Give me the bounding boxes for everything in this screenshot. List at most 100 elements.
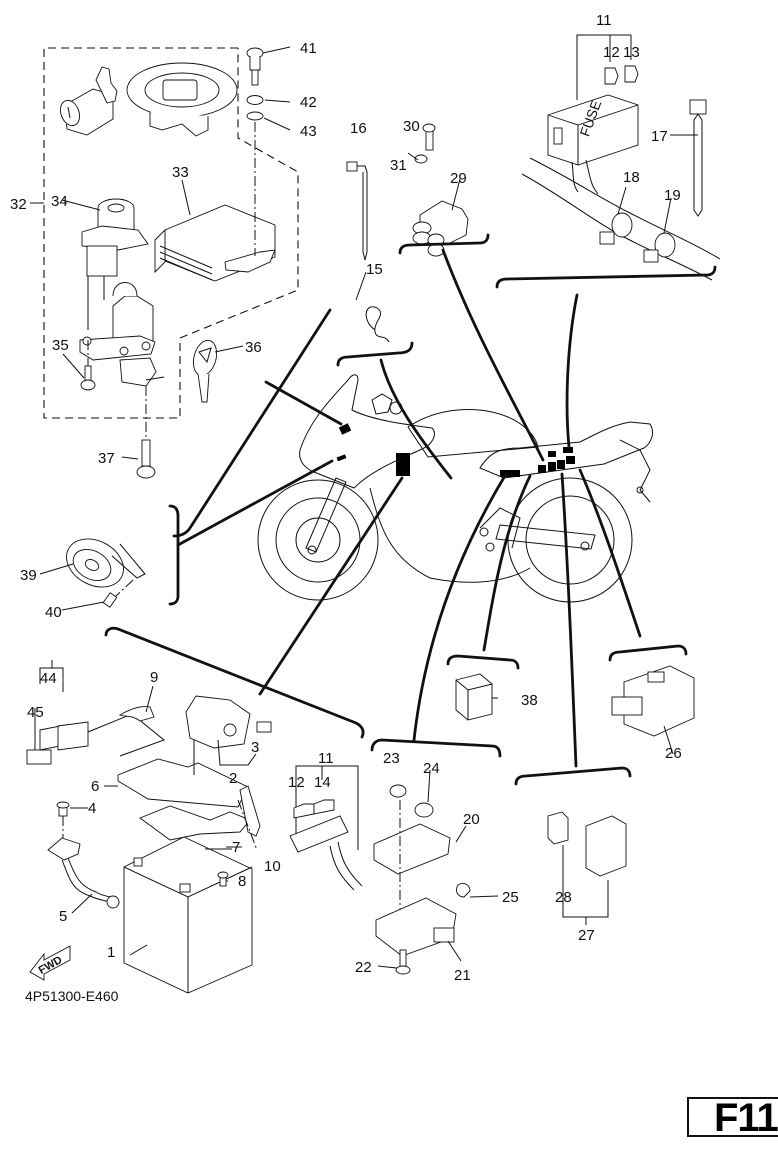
callout-25: 25: [502, 889, 519, 906]
bracket-module: [370, 738, 502, 758]
relay-26-part: [623, 665, 695, 737]
callout-44: 44: [40, 670, 57, 687]
callout-13: 13: [623, 44, 640, 61]
fuse-3-part: [256, 721, 272, 733]
callout-26: 26: [665, 745, 682, 762]
bolt-40-part: [102, 592, 118, 608]
band-group: [336, 161, 414, 367]
fuse-13-part: [624, 65, 639, 83]
coupler-45-part: [26, 749, 52, 765]
cable-tie-head: [346, 161, 358, 172]
relay-38-group: [446, 654, 520, 721]
callout-10: 10: [264, 858, 281, 875]
callout-14: 14: [314, 774, 331, 791]
fuse-box-top-group: FUSE: [495, 34, 721, 289]
callout-12-upper: 12: [603, 44, 620, 61]
callout-18: 18: [623, 169, 640, 186]
main-switch-part: [79, 198, 165, 387]
callout-29: 29: [450, 170, 467, 187]
callout-7: 7: [232, 839, 240, 856]
callout-6: 6: [91, 778, 99, 795]
ignitor-unit-part: [154, 204, 276, 282]
callout-42: 42: [300, 94, 317, 111]
fwd-arrow-icon: FWD: [29, 945, 71, 981]
callout-23: 23: [383, 750, 400, 767]
callout-15: 15: [366, 261, 383, 278]
callout-45: 45: [27, 704, 44, 721]
callout-30: 30: [403, 118, 420, 135]
callout-35: 35: [52, 337, 69, 354]
relay-27-part: [585, 815, 627, 877]
callout-1: 1: [107, 944, 115, 961]
fuse-14-part: [313, 799, 335, 815]
callout-38: 38: [521, 692, 538, 709]
callout-43: 43: [300, 123, 317, 140]
marker-relay-c: [557, 460, 565, 469]
callout-27: 27: [578, 927, 595, 944]
coupler-44-part: [57, 721, 89, 751]
nut-23-part: [389, 784, 407, 798]
horn-group: [66, 538, 146, 608]
band-7-part: [139, 805, 251, 841]
callout-20: 20: [463, 811, 480, 828]
fuse-12b-part: [293, 803, 315, 819]
bracket-horn: [168, 504, 180, 606]
callout-5: 5: [59, 908, 67, 925]
marker-ignitor: [338, 423, 352, 435]
starter-relay-part: [185, 695, 272, 766]
fuse-12-part: [604, 67, 619, 85]
coupler-28-part: [547, 811, 569, 845]
fuse-box-lower-part: [289, 815, 349, 853]
callout-41: 41: [300, 40, 317, 57]
callout-32: 32: [10, 196, 27, 213]
bracket-10-part: [239, 785, 261, 837]
battery-group: FWD: [26, 660, 363, 994]
clamp-25-part: [455, 882, 471, 898]
cover-9-part: [118, 706, 155, 722]
fuse-box-part: FUSE: [547, 94, 639, 166]
callout-lines: [30, 46, 698, 969]
page-badge: F11: [687, 1097, 778, 1137]
lock-set-group: [43, 47, 299, 479]
ecu-21-part: [375, 897, 457, 957]
bracket-lock-set: [172, 308, 332, 538]
washer-43-part: [246, 111, 264, 121]
washer-31-part: [414, 154, 428, 164]
washer-42-part: [246, 95, 264, 105]
lock-set-boundary: [43, 47, 299, 419]
callout-34: 34: [51, 193, 68, 210]
drawing-code: 4P51300-E460: [25, 988, 119, 1004]
bracket-29: [398, 233, 490, 255]
fwd-label: FWD: [37, 954, 65, 977]
callout-36: 36: [245, 339, 262, 356]
band-18-part: [599, 212, 633, 245]
cable-tie-17-part: [689, 99, 707, 217]
screw-37-part: [136, 386, 156, 479]
bracket-battery: [104, 626, 365, 739]
fuel-cap-lock-part: [126, 62, 238, 137]
callout-19: 19: [664, 187, 681, 204]
seat-lock-part: [59, 66, 118, 136]
relay-29-group: [398, 123, 490, 257]
callout-4: 4: [88, 800, 96, 817]
bolt-22-part: [399, 949, 407, 969]
bracket-fuse-box: [495, 265, 717, 289]
callout-9: 9: [150, 669, 158, 686]
lead-5-part: [47, 837, 81, 861]
marker-relay-d: [566, 456, 575, 464]
callout-40: 40: [45, 604, 62, 621]
marker-horn: [336, 454, 347, 462]
relay-26-group: [608, 644, 695, 737]
marker-fuse-box: [563, 447, 573, 453]
marker-relay-38: [500, 470, 520, 477]
bracket-15-16: [336, 341, 414, 367]
key-part: [192, 339, 218, 403]
callout-22: 22: [355, 959, 372, 976]
callout-11-lower: 11: [318, 750, 334, 767]
relay-38-part: [455, 673, 493, 721]
damper-24-part: [414, 802, 434, 818]
callout-24: 24: [423, 760, 440, 777]
bracket-20-part: [373, 823, 451, 875]
callout-labels: 1 2 3 4 5 6 7 8 9 10 11 11 12 12 13 14 1…: [10, 12, 682, 1004]
